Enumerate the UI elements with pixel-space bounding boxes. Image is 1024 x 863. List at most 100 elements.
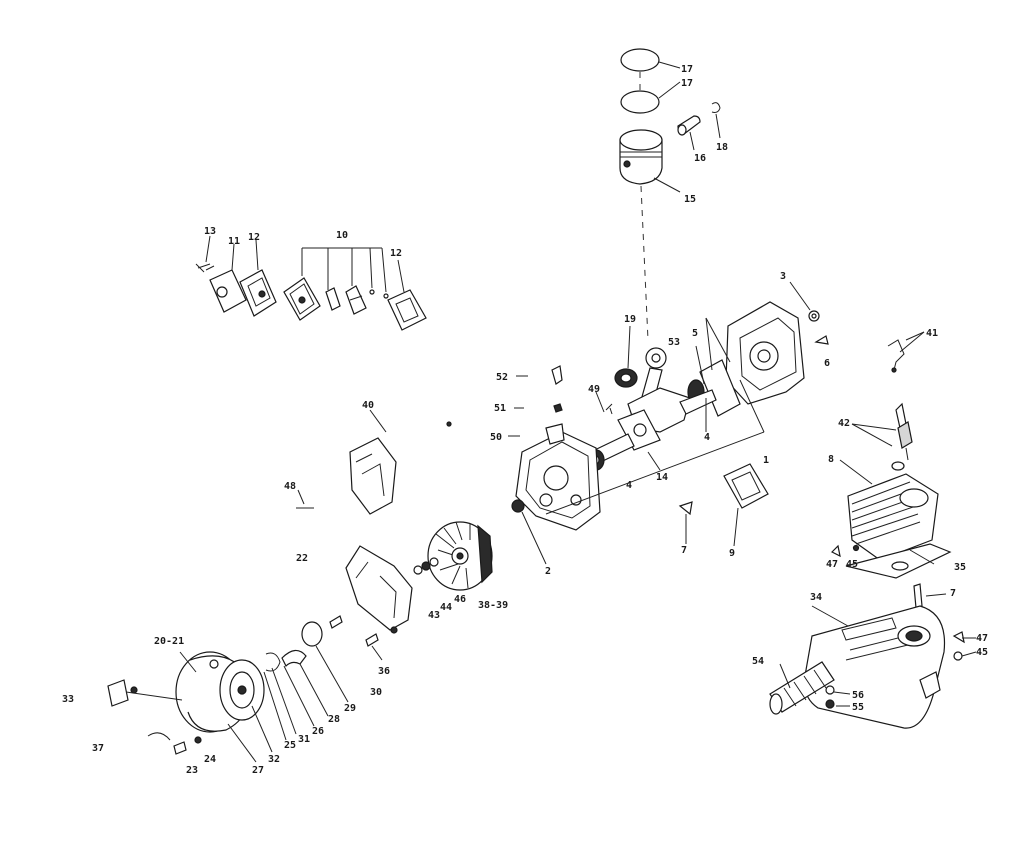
callout-53: 53 [668, 337, 680, 348]
callout-2: 2 [545, 566, 551, 577]
callout-47b: 47 [976, 633, 988, 644]
washer-45b [953, 651, 963, 661]
reed-petal [325, 287, 341, 311]
spark-plug [895, 402, 913, 461]
reed-adapter [209, 269, 247, 313]
needle-bearing [614, 368, 638, 388]
callout-20-21: 20-21 [154, 636, 184, 647]
callout-34: 34 [810, 592, 822, 603]
nut-47b [952, 631, 965, 644]
callout-56: 56 [852, 690, 864, 701]
spark-plug-gasket [891, 461, 905, 471]
callout-55: 55 [852, 702, 864, 713]
callout-22: 22 [296, 553, 308, 564]
dot-marker [446, 421, 452, 427]
stud-7 [913, 583, 923, 609]
flywheel-nut-washer [413, 557, 439, 575]
callout-47a: 47 [826, 559, 838, 570]
callout-30: 30 [370, 687, 382, 698]
callout-15: 15 [684, 194, 696, 205]
callout-51: 51 [494, 403, 506, 414]
callout-11: 11 [228, 236, 240, 247]
gasket-12-right [387, 289, 427, 331]
callout-17a: 17 [681, 64, 693, 75]
callout-5: 5 [692, 328, 698, 339]
crankcase-right-half [725, 301, 805, 405]
piston [619, 129, 663, 185]
callout-27: 27 [252, 765, 264, 776]
callout-40: 40 [362, 400, 374, 411]
callout-19: 19 [624, 314, 636, 325]
callout-13: 13 [204, 226, 216, 237]
callout-6: 6 [824, 358, 830, 369]
callout-14: 14 [656, 472, 668, 483]
spring-41 [887, 339, 905, 373]
callout-35: 35 [954, 562, 966, 573]
callout-labels: 17 17 18 16 15 13 11 12 10 12 3 41 19 53… [62, 64, 988, 776]
callout-33: 33 [62, 694, 74, 705]
callout-3: 3 [780, 271, 786, 282]
callout-32: 32 [268, 754, 280, 765]
callout-16: 16 [694, 153, 706, 164]
cylinder [847, 473, 939, 561]
ignition-module [345, 545, 413, 634]
reed-block [283, 277, 321, 321]
reed-screw-small-b [383, 293, 389, 299]
nut-24 [194, 736, 202, 744]
crankcase-left-half [515, 431, 601, 531]
flywheel [427, 521, 493, 591]
screw-23 [173, 741, 187, 755]
piston-pin [677, 115, 701, 136]
callout-26: 26 [312, 726, 324, 737]
callout-7b: 7 [950, 588, 956, 599]
callout-42: 42 [838, 418, 850, 429]
callout-54: 54 [752, 656, 764, 667]
reed-screws [195, 263, 215, 273]
screw-7a [678, 501, 693, 516]
callout-49: 49 [588, 384, 600, 395]
shroud-40 [349, 437, 397, 515]
washer-29 [301, 621, 323, 647]
recoil-spring [265, 652, 281, 672]
callout-8: 8 [828, 454, 834, 465]
throttle-stop-50 [545, 423, 565, 445]
washer-3 [808, 310, 820, 322]
callout-44: 44 [440, 602, 452, 613]
callout-52: 52 [496, 372, 508, 383]
callout-17b: 17 [681, 78, 693, 89]
callout-28: 28 [328, 714, 340, 725]
seal-2 [511, 499, 525, 513]
callout-7a: 7 [681, 545, 687, 556]
callout-25: 25 [284, 740, 296, 751]
crankshaft [577, 387, 717, 471]
callout-31: 31 [298, 734, 310, 745]
reed-stop [345, 285, 367, 315]
callout-10: 10 [336, 230, 348, 241]
callout-50: 50 [490, 432, 502, 443]
callout-43: 43 [428, 610, 440, 621]
piston-ring-upper [620, 48, 660, 72]
callout-38-39: 38-39 [478, 600, 508, 611]
callout-45a: 45 [846, 559, 858, 570]
reed-screw-small-a [369, 289, 375, 295]
nut-55 [825, 699, 835, 709]
callout-36: 36 [378, 666, 390, 677]
callout-12a: 12 [248, 232, 260, 243]
callout-45b: 45 [976, 647, 988, 658]
callout-48: 48 [284, 481, 296, 492]
heat-shield-35 [845, 543, 952, 579]
callout-1: 1 [763, 455, 769, 466]
starter-cover-37 [147, 732, 171, 741]
gasket-12-left [239, 269, 277, 317]
screw-6 [814, 335, 829, 345]
callout-4a: 4 [704, 432, 710, 443]
washer-45a [852, 544, 860, 552]
callout-9: 9 [729, 548, 735, 559]
piston-pin-clip [711, 102, 721, 113]
callout-37: 37 [92, 743, 104, 754]
screw-52 [551, 365, 563, 385]
callout-23: 23 [186, 765, 198, 776]
spark-arrestor-54 [769, 661, 835, 715]
callout-12b: 12 [390, 248, 402, 259]
